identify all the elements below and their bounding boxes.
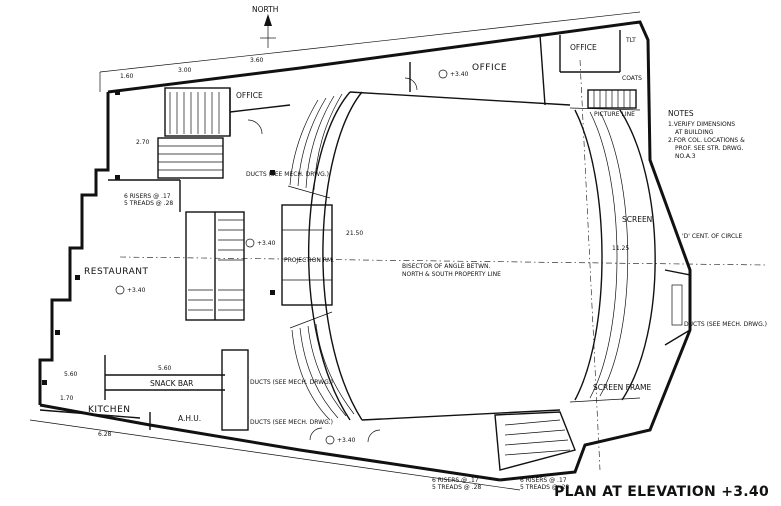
risers-bottom: 6 RISERS @ .17	[432, 477, 479, 484]
ducts-note-bottom: DUCTS (SEE MECH. DRWG.)	[250, 419, 333, 426]
bisector-note-2: NORTH & SOUTH PROPERTY LINE	[402, 271, 501, 278]
centre-circle-note: 'D' CENT. OF CIRCLE	[682, 233, 743, 240]
room-ahu: A.H.U.	[178, 414, 201, 423]
room-screen-frame: SCREEN FRAME	[593, 383, 652, 392]
notes-line-2: AT BUILDING	[675, 129, 714, 136]
dim-5-60: 5.60	[158, 365, 172, 372]
property-lines	[29, 11, 641, 491]
room-office-main: OFFICE	[472, 63, 507, 73]
ducts-note-lower: DUCTS (SEE MECH. DRWG.)	[250, 379, 333, 386]
auditorium	[308, 91, 571, 421]
treads-lower: 5 TREADS @ .28	[520, 484, 569, 491]
drawing-caption: PLAN AT ELEVATION +3.40	[554, 484, 769, 500]
dim-1-70: 1.70	[60, 395, 74, 402]
ducts-note-upper: DUCTS (SEE MECH. DRWG.)	[246, 171, 329, 178]
screen-area	[569, 107, 656, 403]
elevation-restaurant: +3.40	[127, 287, 146, 294]
notes-line-5: NO.A.3	[675, 153, 696, 160]
seating-lower	[289, 311, 355, 421]
notes-title: NOTES	[668, 109, 694, 118]
notes-block: NOTES 1.VERIFY DIMENSIONS AT BUILDING 2.…	[668, 109, 745, 160]
dim-21-50: 21.50	[346, 230, 363, 237]
risers-upper: 6 RISERS @ .17	[124, 193, 171, 200]
room-office-left: OFFICE	[236, 91, 263, 100]
main-stair	[185, 211, 245, 321]
projection-room	[281, 204, 333, 306]
notes-line-4: PROF. SEE STR. DRWG.	[675, 145, 743, 152]
room-projection: PROJECTION RM.	[284, 257, 334, 264]
seating-upper	[287, 93, 343, 199]
north-arrow: NORTH	[252, 5, 278, 48]
doors	[247, 77, 418, 443]
right-ducts	[664, 269, 691, 346]
interior-walls	[39, 30, 621, 431]
room-office-top-right: OFFICE	[570, 43, 597, 52]
vertical-centerline	[579, 59, 601, 471]
treads-upper: 5 TREADS @ .28	[124, 200, 173, 207]
room-tlt: TLT	[625, 37, 636, 44]
north-label: NORTH	[252, 5, 278, 14]
room-snack-bar: SNACK BAR	[150, 379, 193, 388]
dim-3-60: 3.60	[250, 57, 264, 64]
treads-bottom: 5 TREADS @ .28	[432, 484, 481, 491]
elevation-markers	[115, 69, 448, 445]
room-screen: SCREEN	[622, 215, 652, 224]
room-restaurant: RESTAURANT	[84, 267, 148, 277]
ducts-note-right: DUCTS (SEE MECH. DRWG.)	[684, 321, 767, 328]
room-coats: COATS	[622, 75, 642, 82]
elevation-office: +3.40	[450, 71, 469, 78]
dim-1-60: 1.60	[120, 73, 134, 80]
column-markers	[42, 90, 275, 385]
dim-11-25: 11.25	[612, 245, 629, 252]
elevation-lobby: +3.40	[337, 437, 356, 444]
dim-5-60-b: 5.60	[64, 371, 78, 378]
bisector-note-1: BISECTOR OF ANGLE BETWN.	[402, 263, 490, 270]
notes-line-1: 1.VERIFY DIMENSIONS	[668, 121, 735, 128]
risers-lower: 6 RISERS @ .17	[520, 477, 567, 484]
lower-right-stair	[494, 411, 576, 471]
notes-line-3: 2.FOR COL. LOCATIONS &	[668, 137, 745, 144]
dim-6-28: 6.28	[98, 431, 112, 438]
elevation-stair: +3.40	[257, 240, 276, 247]
room-kitchen: KITCHEN	[88, 405, 131, 415]
dim-3-00: 3.00	[178, 67, 192, 74]
left-steps	[157, 137, 224, 179]
room-picture-line: PICTURE LINE	[594, 111, 635, 118]
office-stair	[164, 87, 231, 137]
dim-2-70: 2.70	[136, 139, 150, 146]
top-right-stair	[587, 89, 637, 109]
